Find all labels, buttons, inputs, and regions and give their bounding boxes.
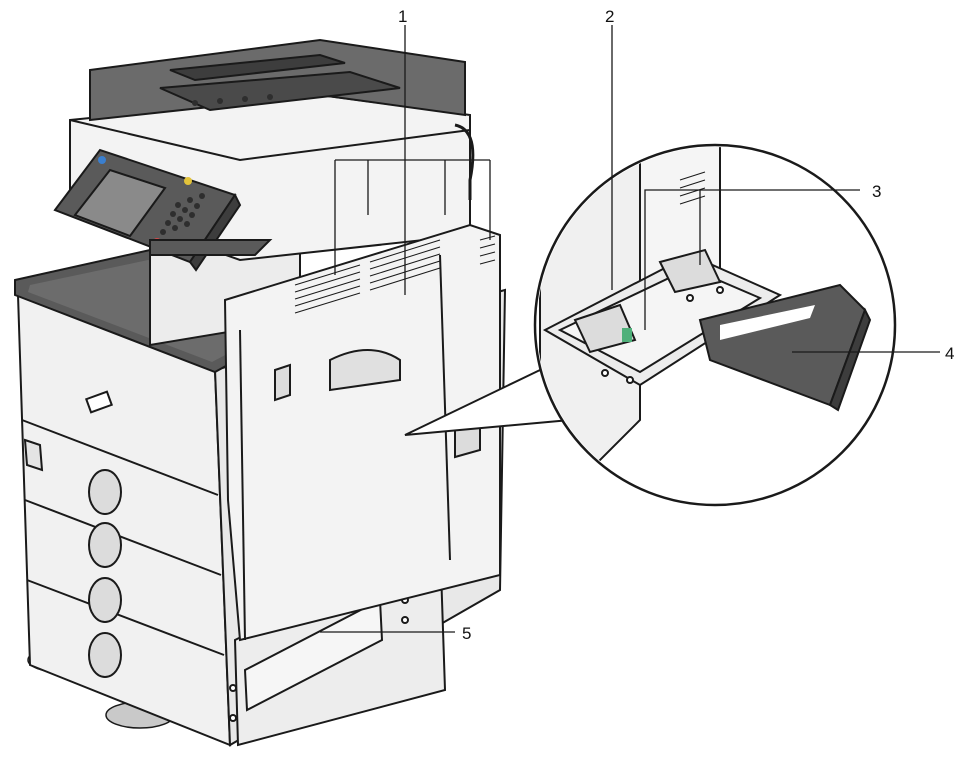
callout-5: 5	[462, 624, 471, 643]
callout-labels: 1 2 3 4 5	[398, 7, 954, 643]
control-panel	[53, 148, 273, 272]
callout-leaders	[320, 25, 940, 633]
callout-1: 1	[398, 7, 407, 26]
callout-3: 3	[872, 182, 881, 201]
side-unit	[223, 223, 501, 642]
paper-tray-cabinet	[16, 293, 232, 747]
callout-2: 2	[605, 7, 614, 26]
bypass-tray-detail	[533, 143, 897, 507]
callout-4: 4	[945, 344, 954, 363]
